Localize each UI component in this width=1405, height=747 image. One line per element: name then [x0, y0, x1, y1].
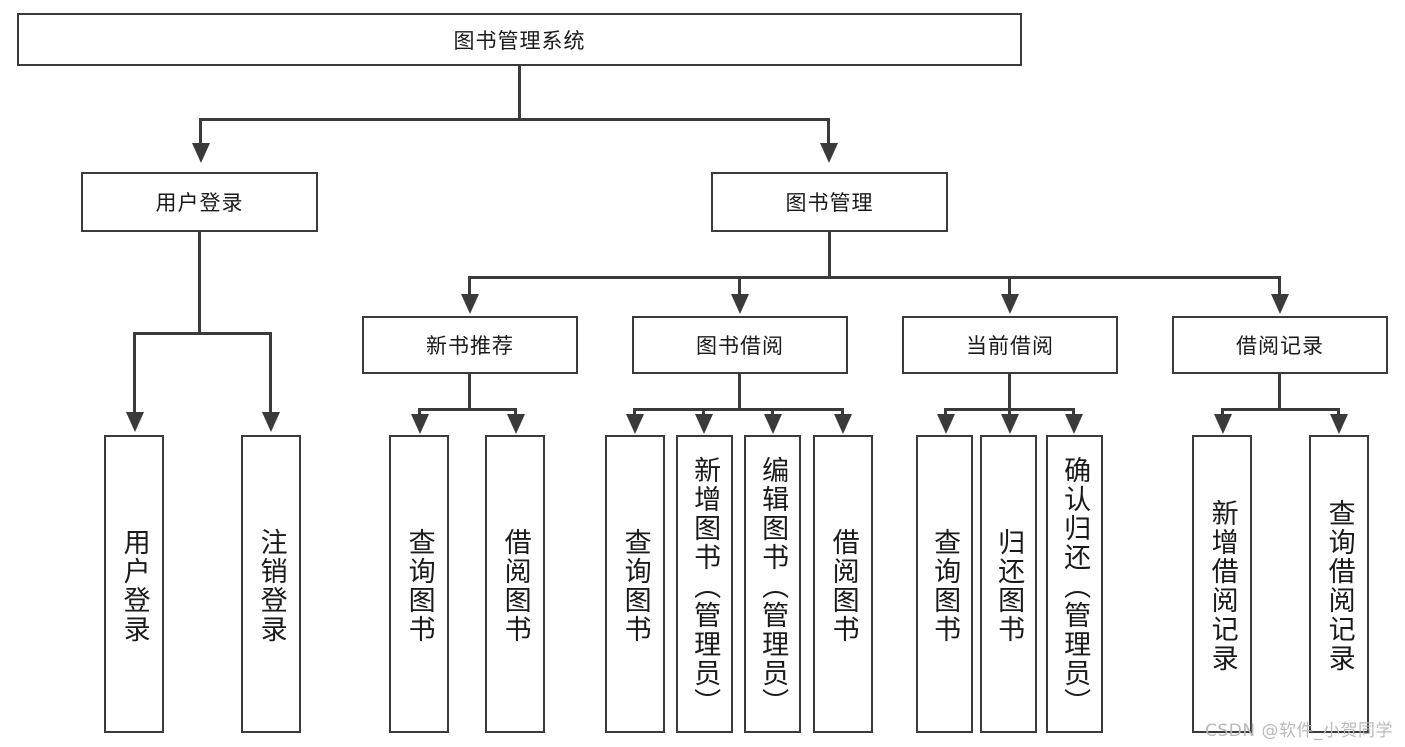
- connector-bb-drop-2: [702, 408, 705, 418]
- node-root-book-management-system[interactable]: 图书管理系统: [17, 13, 1022, 66]
- arrow-nbr-leaf-2: [507, 414, 525, 434]
- node-book-borrow[interactable]: 图书借阅: [632, 316, 848, 374]
- leaf-cb-query-book[interactable]: 查询图书: [916, 435, 973, 733]
- node-new-book-recommend[interactable]: 新书推荐: [362, 316, 578, 374]
- leaf-nbr-query-book[interactable]: 查询图书: [389, 435, 449, 733]
- node-book-management[interactable]: 图书管理: [711, 172, 948, 232]
- arrow-cb-leaf-3: [1065, 414, 1083, 434]
- arrow-to-borrow-record: [1271, 294, 1289, 314]
- connector-cb-drop-1: [944, 408, 947, 418]
- connector-bb-drop-3: [771, 408, 774, 418]
- leaf-br-add-record[interactable]: 新增借阅记录: [1192, 435, 1252, 733]
- connector-nbr-stem: [468, 374, 471, 410]
- arrow-to-leaf-user-login: [126, 412, 144, 432]
- leaf-nbr-borrow-book[interactable]: 借阅图书: [485, 435, 545, 733]
- arrow-bb-leaf-4: [834, 414, 852, 434]
- connector-user-login-stem: [198, 232, 201, 334]
- arrow-bb-leaf-2: [695, 414, 713, 434]
- node-label: 新增借阅记录: [1206, 499, 1238, 673]
- watermark: CSDN @软件_小贺同学: [1205, 721, 1393, 741]
- node-label: 查询图书: [619, 528, 651, 644]
- leaf-logout[interactable]: 注销登录: [241, 435, 301, 733]
- leaf-cb-return-book[interactable]: 归还图书: [980, 435, 1037, 733]
- connector-br-drop-1: [1221, 408, 1224, 418]
- connector-drop-new-book-recommend: [468, 276, 471, 298]
- node-label: 用户登录: [118, 528, 150, 644]
- arrow-nbr-leaf-1: [411, 414, 429, 434]
- connector-drop-leaf-logout: [269, 332, 272, 415]
- connector-bb-drop-1: [633, 408, 636, 418]
- connector-br-drop-2: [1337, 408, 1340, 418]
- node-label: 编辑图书（管理员）: [757, 455, 789, 717]
- node-label: 借阅图书: [827, 528, 859, 644]
- connector-drop-current-borrow: [1008, 276, 1011, 298]
- arrow-to-leaf-logout: [262, 412, 280, 432]
- node-label: 借阅图书: [499, 528, 531, 644]
- leaf-bb-query-book[interactable]: 查询图书: [605, 435, 665, 733]
- node-label: 注销登录: [255, 528, 287, 644]
- connector-nbr-bus: [418, 408, 517, 411]
- connector-user-login-bus: [133, 332, 272, 335]
- connector-br-bus: [1221, 408, 1340, 411]
- node-label: 图书借阅: [696, 334, 784, 358]
- node-user-login[interactable]: 用户登录: [81, 172, 318, 232]
- node-label: 确认归还（管理员）: [1059, 455, 1091, 717]
- arrow-to-new-book-recommend: [461, 294, 479, 314]
- arrow-bb-leaf-3: [764, 414, 782, 434]
- node-label: 新书推荐: [426, 334, 514, 358]
- connector-drop-book-management: [827, 118, 830, 146]
- connector-book-management-stem: [828, 232, 831, 278]
- node-label: 查询图书: [929, 528, 961, 644]
- leaf-br-query-record[interactable]: 查询借阅记录: [1309, 435, 1369, 733]
- node-borrow-record[interactable]: 借阅记录: [1172, 316, 1388, 374]
- node-label: 借阅记录: [1236, 334, 1324, 358]
- leaf-bb-add-book-admin[interactable]: 新增图书（管理员）: [676, 435, 733, 733]
- connector-cb-drop-2: [1008, 408, 1011, 418]
- node-label: 新增图书（管理员）: [689, 455, 721, 717]
- arrow-cb-leaf-2: [1001, 414, 1019, 434]
- leaf-cb-confirm-return-admin[interactable]: 确认归还（管理员）: [1046, 435, 1103, 733]
- connector-bb-stem: [738, 374, 741, 410]
- connector-drop-borrow-record: [1278, 276, 1281, 298]
- leaf-bb-borrow-book[interactable]: 借阅图书: [813, 435, 873, 733]
- connector-root-stem: [518, 66, 521, 119]
- arrow-to-book-borrow: [731, 294, 749, 314]
- node-label: 当前借阅: [966, 334, 1054, 358]
- node-label: 查询借阅记录: [1323, 499, 1355, 673]
- connector-top-bus: [199, 118, 830, 121]
- connector-bb-drop-4: [841, 408, 844, 418]
- connector-level3-bus: [468, 276, 1280, 279]
- leaf-user-login[interactable]: 用户登录: [104, 435, 164, 733]
- connector-drop-user-login: [199, 118, 202, 146]
- connector-cb-drop-3: [1072, 408, 1075, 418]
- connector-drop-leaf-user-login: [133, 332, 136, 415]
- arrow-to-book-management: [820, 143, 838, 163]
- connector-cb-stem: [1008, 374, 1011, 410]
- node-label: 归还图书: [993, 528, 1025, 644]
- node-current-borrow[interactable]: 当前借阅: [902, 316, 1118, 374]
- node-label: 图书管理: [785, 191, 874, 215]
- connector-br-stem: [1278, 374, 1281, 410]
- connector-bb-bus: [633, 408, 844, 411]
- leaf-bb-edit-book-admin[interactable]: 编辑图书（管理员）: [744, 435, 801, 733]
- node-label: 图书管理系统: [453, 28, 586, 53]
- arrow-to-user-login: [192, 143, 210, 163]
- connector-drop-book-borrow: [738, 276, 741, 298]
- node-label: 用户登录: [155, 191, 244, 215]
- arrow-to-current-borrow: [1001, 294, 1019, 314]
- arrow-bb-leaf-1: [626, 414, 644, 434]
- node-label: 查询图书: [403, 528, 435, 644]
- connector-nbr-drop-1: [418, 408, 421, 418]
- connector-nbr-drop-2: [514, 408, 517, 418]
- arrow-br-leaf-2: [1330, 414, 1348, 434]
- arrow-br-leaf-1: [1214, 414, 1232, 434]
- arrow-cb-leaf-1: [937, 414, 955, 434]
